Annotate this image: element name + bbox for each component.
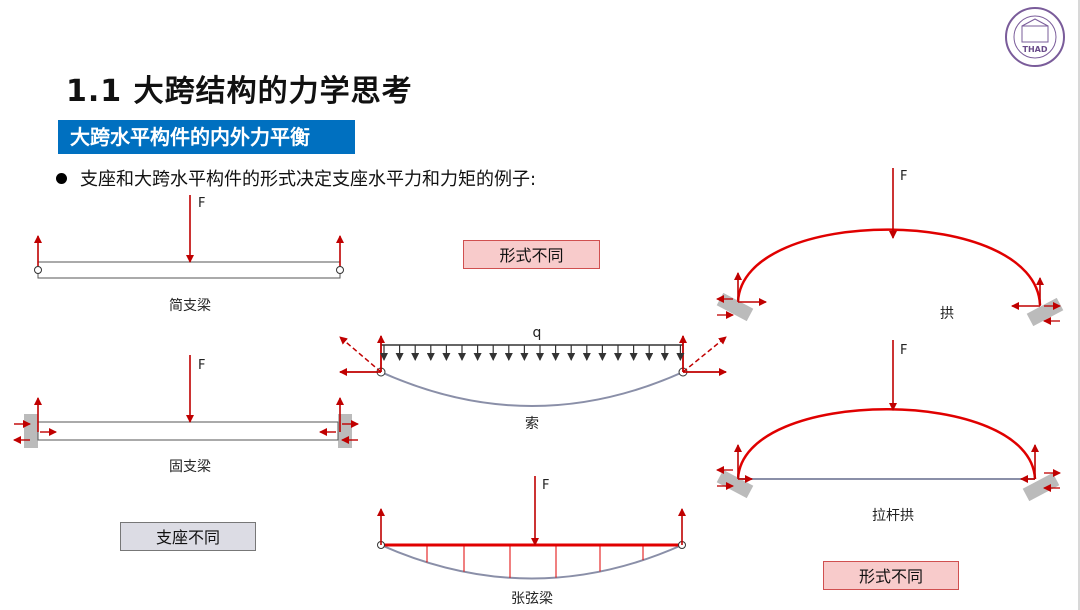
section-heading: 大跨水平构件的内外力平衡 xyxy=(58,120,355,154)
cable-diagram: q 索 xyxy=(339,325,727,432)
svg-text:F: F xyxy=(542,478,549,493)
tag-form-diff-1: 形式不同 xyxy=(463,240,600,269)
bullet-item: 支座和大跨水平构件的形式决定支座水平力和力矩的例子: xyxy=(56,165,536,191)
arch-diagram: F 拱 xyxy=(716,168,1064,327)
svg-text:F: F xyxy=(198,196,205,211)
svg-text:F: F xyxy=(900,169,907,184)
svg-text:THAD: THAD xyxy=(1023,45,1048,54)
svg-text:F: F xyxy=(198,358,205,373)
svg-text:固支梁: 固支梁 xyxy=(169,459,211,475)
tied-arch-diagram: F 拉杆拱 xyxy=(716,340,1061,524)
tag-support-diff: 支座不同 xyxy=(120,522,256,551)
thad-logo: THAD xyxy=(1004,6,1066,68)
svg-text:索: 索 xyxy=(525,415,539,432)
svg-text:F: F xyxy=(900,343,907,358)
tag-form-diff-2: 形式不同 xyxy=(823,561,959,590)
string-beam-diagram: F 张弦梁 xyxy=(377,476,686,607)
page-title: 1.1 大跨结构的力学思考 xyxy=(66,74,413,109)
simple-beam-diagram: F 简支梁 xyxy=(34,195,344,314)
svg-text:拱: 拱 xyxy=(940,306,954,322)
svg-text:张弦梁: 张弦梁 xyxy=(511,591,553,607)
bullet-dot-icon xyxy=(56,172,67,184)
svg-text:q: q xyxy=(533,325,542,341)
svg-text:拉杆拱: 拉杆拱 xyxy=(872,508,914,524)
svg-text:简支梁: 简支梁 xyxy=(169,297,211,314)
fixed-beam-diagram: F 固支梁 xyxy=(13,355,359,475)
